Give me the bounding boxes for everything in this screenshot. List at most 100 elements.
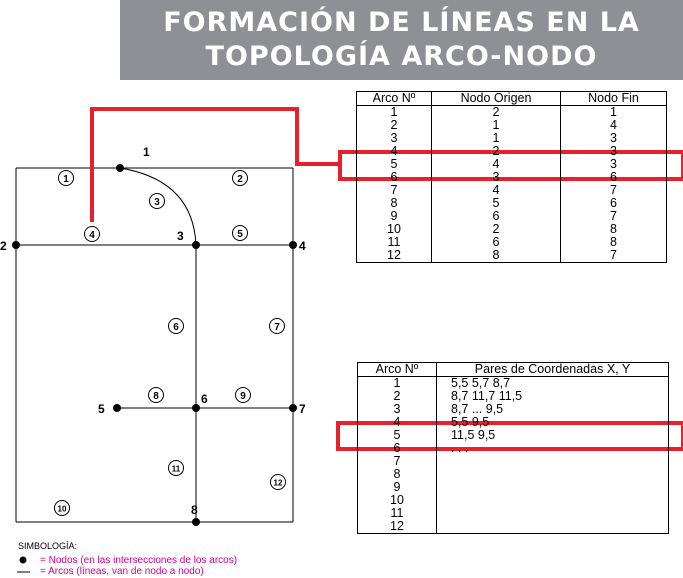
arc-coordinates-table-row: 11 xyxy=(357,507,669,520)
polygon-label-text: 12 xyxy=(274,479,283,488)
cell-end-node: 7 xyxy=(560,249,667,263)
arc-coordinates-table-row: 9 xyxy=(357,481,669,494)
legend-arcs-row: = Arcos (líneas, van de nodo a nodo) xyxy=(18,566,204,578)
polygon-label-text: 2 xyxy=(237,174,243,185)
title-line-2: TOPOLOGÍA ARCO-NODO xyxy=(205,41,598,72)
cell-coordinate-pairs: 11,5 9,5 xyxy=(436,429,669,442)
cell-coordinate-pairs xyxy=(436,468,669,481)
arc-curve-3 xyxy=(119,167,197,246)
node-dot-3 xyxy=(192,241,200,249)
cell-coordinate-pairs xyxy=(436,520,669,534)
arc-coordinates-table-row: 10 xyxy=(357,494,669,507)
cell-arc-number: 12 xyxy=(357,520,437,534)
node-label-1: 1 xyxy=(143,145,150,159)
cell-arc-number: 1 xyxy=(357,376,437,390)
node-dot-6 xyxy=(192,404,200,412)
polygon-label-9: 9 xyxy=(235,387,251,403)
arc-coordinates-table-header: Arco Nº Pares de Coordenadas X, Y xyxy=(357,362,669,377)
arc-coordinates-table-row: 6. . . xyxy=(357,442,669,455)
polygon-label-text: 7 xyxy=(274,322,280,333)
cell-end-node: 4 xyxy=(560,119,667,132)
polygon-label-11: 11 xyxy=(168,460,184,476)
cell-coordinate-pairs: 8,7 11,7 11,5 xyxy=(436,390,669,403)
node-label-2: 2 xyxy=(0,239,7,253)
polygon-label-12: 12 xyxy=(270,474,286,490)
header-end-node: Nodo Fin xyxy=(560,91,667,106)
node-label-7: 7 xyxy=(299,402,306,416)
cell-origin-node: 2 xyxy=(431,105,561,119)
legend-nodes-text: = Nodos (en las intersecciones de los ar… xyxy=(40,555,238,566)
cell-arc-number: 12 xyxy=(356,249,432,263)
polygon-label-text: 11 xyxy=(172,465,181,474)
cell-coordinate-pairs: . . . xyxy=(436,442,669,455)
header-origin-node: Nodo Origen xyxy=(431,91,561,106)
title-line-1: FORMACIÓN DE LÍNEAS EN LA xyxy=(163,7,640,38)
polygon-label-2: 2 xyxy=(232,170,248,186)
cell-coordinate-pairs: 5,5 5,7 8,7 xyxy=(436,376,669,390)
polygon-label-text: 4 xyxy=(89,230,95,241)
cell-coordinate-pairs xyxy=(436,494,669,507)
node-dot-5 xyxy=(113,404,121,412)
cell-end-node: 3 xyxy=(560,145,667,158)
header-arc-number: Arco Nº xyxy=(356,91,432,106)
cell-arc-number: 11 xyxy=(357,507,437,520)
header-coordinate-pairs: Pares de Coordenadas X, Y xyxy=(436,362,669,377)
cell-end-node: 8 xyxy=(560,223,667,236)
cell-end-node: 3 xyxy=(560,132,667,145)
polygon-label-4: 4 xyxy=(84,226,100,242)
arc-coordinates-table-row: 12 xyxy=(357,520,669,534)
cell-coordinate-pairs xyxy=(436,455,669,468)
legend-title: SIMBOLOGÍA: xyxy=(18,541,78,551)
polygon-label-text: 9 xyxy=(240,391,246,402)
polygon-label-8: 8 xyxy=(148,387,164,403)
cell-coordinate-pairs: 5,5 9,5 xyxy=(436,416,669,429)
polygon-label-text: 10 xyxy=(58,505,67,514)
node-label-5: 5 xyxy=(98,402,105,416)
polygon-label-1: 1 xyxy=(58,170,74,186)
node-label-6: 6 xyxy=(201,392,208,406)
cell-coordinate-pairs xyxy=(436,507,669,520)
node-dot-1 xyxy=(116,164,124,172)
polygon-label-text: 1 xyxy=(63,174,69,185)
cell-end-node: 6 xyxy=(560,171,667,184)
cell-end-node: 7 xyxy=(560,210,667,223)
legend-arcs-text: = Arcos (líneas, van de nodo a nodo) xyxy=(40,566,204,577)
node-label-4: 4 xyxy=(299,239,306,253)
legend-node-symbol xyxy=(19,556,27,564)
polygon-label-text: 3 xyxy=(154,197,160,208)
highlight-connector xyxy=(90,107,340,222)
cell-arc-number: 10 xyxy=(357,494,437,507)
polygon-label-text: 8 xyxy=(153,391,159,402)
polygon-label-text: 5 xyxy=(237,229,243,240)
title-banner: FORMACIÓN DE LÍNEAS EN LA TOPOLOGÍA ARCO… xyxy=(120,0,683,80)
cell-arc-number: 10 xyxy=(356,223,432,236)
node-label-8: 8 xyxy=(191,503,198,517)
node-dot-8 xyxy=(192,518,200,526)
cell-end-node: 7 xyxy=(560,184,667,197)
arc-coordinates-table-row: 7 xyxy=(357,455,669,468)
node-label-3: 3 xyxy=(177,229,184,243)
cell-coordinate-pairs xyxy=(436,481,669,494)
cell-arc-number: 1 xyxy=(356,105,432,119)
node-dot-4 xyxy=(289,241,297,249)
header-arc-number-2: Arco Nº xyxy=(357,362,437,377)
polygon-label-text: 6 xyxy=(173,322,179,333)
arc-coordinates-table-row: 8 xyxy=(357,468,669,481)
polygon-label-10: 10 xyxy=(54,500,70,516)
